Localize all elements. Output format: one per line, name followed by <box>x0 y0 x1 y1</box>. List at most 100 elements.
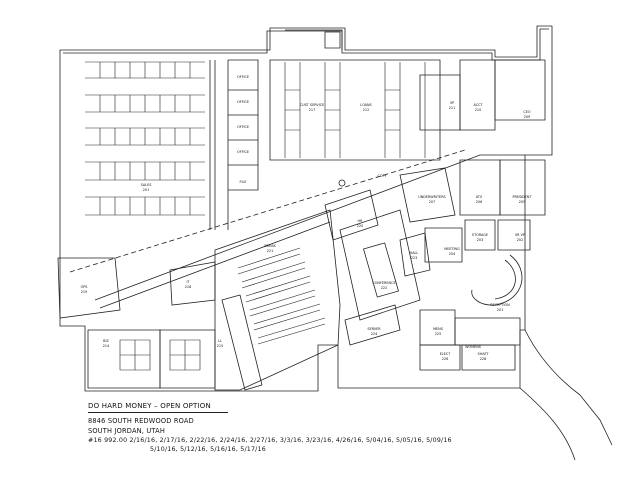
street-edge-2 <box>519 387 576 461</box>
elect-room <box>419 344 461 371</box>
label-conference: CONFERENCE <box>372 281 395 285</box>
label-copy: COPY <box>377 174 387 178</box>
conference-room <box>339 209 421 321</box>
num-storage: 203 <box>477 238 483 242</box>
srvp-office <box>497 219 531 251</box>
num-shaft: 228 <box>480 357 486 361</box>
num-cust-serv: 217 <box>309 108 315 112</box>
exterior-wall <box>59 25 553 392</box>
num-vp: 211 <box>449 106 455 110</box>
reception-desk-inner <box>494 259 516 300</box>
reception-desk <box>471 254 523 306</box>
acct-office <box>459 59 496 131</box>
num-ats: 206 <box>476 200 482 204</box>
label-break: BREAK <box>264 244 276 248</box>
num-reception: 201 <box>497 308 503 312</box>
elevator-block <box>285 29 343 50</box>
label-vp: VP <box>450 101 454 105</box>
biz-area <box>87 329 161 389</box>
num-meeting: 204 <box>449 252 455 256</box>
num-srvp: 202 <box>517 238 523 242</box>
storage-room <box>464 219 496 251</box>
sales-wall <box>209 60 229 230</box>
conference-table <box>363 242 399 298</box>
corridor-wall <box>94 154 525 301</box>
label-server: SERVER <box>367 327 381 331</box>
label-president: PRESIDENT <box>512 195 532 199</box>
lower-cubicles <box>119 339 201 371</box>
label-office-2: OFFICE <box>237 100 249 104</box>
label-ll: LL <box>218 339 222 343</box>
ats-office <box>459 159 501 216</box>
label-cust-serv: CUST SERVICE <box>300 103 324 107</box>
num-biz: 214 <box>103 344 109 348</box>
label-ats: ATS <box>476 195 482 199</box>
project-title: DO HARD MONEY – OPEN OPTION <box>88 402 211 410</box>
num-conference: 222 <box>381 286 387 290</box>
label-reception: RECEPTION <box>490 303 510 307</box>
num-loans: 212 <box>363 108 369 112</box>
num-mens: 225 <box>435 332 441 336</box>
shaft <box>461 344 516 371</box>
label-mens: MENS <box>433 327 443 331</box>
meeting-room <box>424 227 463 263</box>
num-it: 218 <box>185 285 191 289</box>
server-room <box>344 304 401 346</box>
label-office-1: OFFICE <box>237 75 249 79</box>
label-womens: WOMENS <box>465 345 481 349</box>
street-edge <box>524 329 613 446</box>
label-it: IT <box>186 280 190 284</box>
project-address: 8846 SOUTH REDWOOD ROAD <box>88 417 194 425</box>
label-underwriters: UNDERWRITERS <box>418 195 445 199</box>
sales-cubicles <box>85 61 205 216</box>
revision-dates-2: 5/10/16, 5/12/16, 5/16/16, 5/17/16 <box>150 446 266 453</box>
num-ll: 215 <box>217 344 223 348</box>
ll-area <box>159 329 216 389</box>
label-storage: STORAGE <box>472 233 488 237</box>
cubicle-rows <box>284 62 426 158</box>
ops-office <box>57 257 121 319</box>
break-tables <box>237 247 326 345</box>
underwriters-office <box>399 167 456 223</box>
project-city: SOUTH JORDAN, UTAH <box>88 427 166 435</box>
cubicle-grid <box>269 59 441 161</box>
restroom-womens <box>454 317 521 346</box>
label-srvp: SR VP <box>515 233 525 237</box>
break-counter <box>221 294 263 391</box>
hall-room <box>399 232 431 277</box>
label-sales: SALES <box>141 183 152 187</box>
label-office-4: OFFICE <box>237 150 249 154</box>
num-hr: 220 <box>357 224 363 228</box>
revision-dates-1: #16 992.00 2/16/16, 2/17/16, 2/22/16, 2/… <box>88 437 452 444</box>
label-meeting: MEETING <box>444 247 460 251</box>
label-shaft: SHAFT <box>478 352 490 356</box>
label-file: FILE <box>240 180 247 184</box>
num-president: 205 <box>519 200 525 204</box>
office-column <box>228 59 259 191</box>
num-ops: 219 <box>81 290 87 294</box>
vp-office <box>419 74 461 131</box>
num-sales: 201 <box>143 188 149 192</box>
label-biz: BIZ <box>103 339 109 343</box>
ceo-office <box>494 59 546 121</box>
num-break: 221 <box>267 249 273 253</box>
hr-office <box>324 189 379 241</box>
open-option-line <box>69 149 466 273</box>
label-acct: ACCT <box>473 103 483 107</box>
num-hall: 223 <box>411 256 417 260</box>
president-office <box>499 159 546 216</box>
label-loans: LOANS <box>360 103 371 107</box>
num-elect: 226 <box>442 357 448 361</box>
label-ceo: CEO <box>523 110 531 114</box>
label-ops: OPS <box>81 285 88 289</box>
it-office <box>169 261 216 306</box>
label-hall: HALL <box>410 251 419 255</box>
num-server: 224 <box>371 332 377 336</box>
room-labels: SALES 201 OFFICE OFFICE OFFICE OFFICE CU… <box>81 75 533 361</box>
num-underwriters: 207 <box>429 200 435 204</box>
break-room <box>214 209 341 391</box>
num-acct: 210 <box>475 108 481 112</box>
label-elect: ELECT <box>440 352 452 356</box>
label-hr: HR <box>358 219 364 223</box>
